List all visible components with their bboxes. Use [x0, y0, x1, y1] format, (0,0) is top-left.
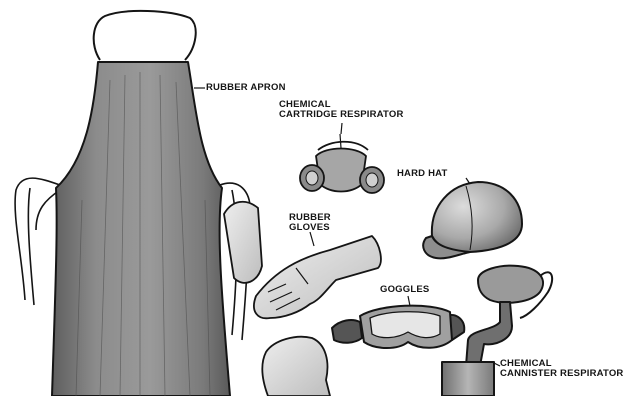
label-rubber-gloves-line2: GLOVES: [289, 223, 331, 233]
cannister-hose: [466, 302, 512, 366]
apron-neck-strap: [94, 11, 196, 60]
label-cannister-respirator: CHEMICAL CANNISTER RESPIRATOR: [500, 359, 623, 379]
cannister-body: [442, 362, 494, 396]
label-cannister-respirator-line2: CANNISTER RESPIRATOR: [500, 369, 623, 379]
label-rubber-apron: RUBBER APRON: [206, 83, 286, 93]
apron-left-tie: [15, 178, 60, 305]
goggles-strap: [332, 320, 362, 343]
goggles-lens: [370, 312, 440, 338]
hard-hat: [423, 182, 522, 258]
label-rubber-gloves: RUBBER GLOVES: [289, 213, 331, 233]
label-rubber-apron-text: RUBBER APRON: [206, 82, 286, 93]
cartridge-respirator: [300, 134, 384, 193]
respirator-mask: [316, 149, 366, 192]
rubber-apron: [15, 11, 250, 396]
front-glove: [254, 236, 381, 318]
label-cartridge-respirator: CHEMICAL CARTRIDGE RESPIRATOR: [279, 100, 404, 120]
goggles: [332, 306, 464, 348]
apron-body: [52, 62, 230, 396]
lower-glove: [262, 337, 330, 396]
cannister-facepiece: [478, 266, 543, 303]
label-goggles: GOGGLES: [380, 285, 429, 295]
label-hard-hat-text: HARD HAT: [397, 168, 448, 179]
label-hard-hat: HARD HAT: [397, 169, 448, 179]
label-goggles-text: GOGGLES: [380, 284, 429, 295]
rear-glove: [224, 202, 262, 283]
label-cartridge-respirator-line2: CARTRIDGE RESPIRATOR: [279, 110, 404, 120]
hat-dome: [432, 182, 522, 252]
